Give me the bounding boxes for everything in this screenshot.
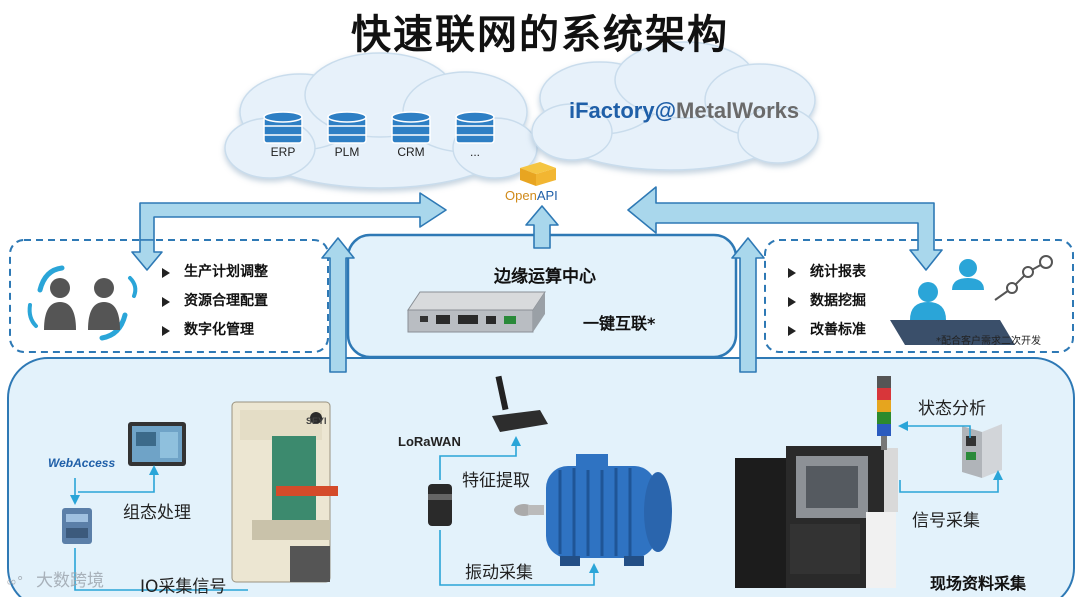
hmi-monitor-icon: [128, 422, 186, 466]
arrow-bottom-up-right: [731, 237, 765, 373]
vibration-collection-label: 振动采集: [465, 563, 533, 583]
database-icon-crm: [391, 111, 431, 144]
right-bullet-list: 统计报表 数据挖掘 改善标准: [810, 258, 866, 345]
left-bullet-list: 生产计划调整 资源合理配置 数字化管理: [184, 258, 268, 345]
flow-arrows: [131, 186, 943, 373]
left-bullet-item: 资源合理配置: [184, 293, 268, 309]
left-bullet-item: 生产计划调整: [184, 264, 268, 280]
io-gateway-device-icon: [962, 424, 1002, 478]
lora-gateway-icon: [492, 375, 548, 432]
right-connectors: [899, 425, 999, 493]
left-bullet-item: 数字化管理: [184, 322, 254, 338]
analytics-people-icon: [890, 255, 1053, 345]
machine-brand: SEYI: [306, 416, 327, 426]
database-icons: [263, 111, 495, 144]
cloud-right: [531, 41, 819, 171]
signal-tower-light-icon: [877, 376, 891, 450]
webaccess-logo: WebAccess: [48, 456, 116, 470]
middle-connectors: [439, 442, 595, 586]
page-title: 快速联网的系统架构: [351, 12, 729, 58]
vibration-sensor-icon: [428, 484, 452, 526]
arrow-down-left-box: [131, 239, 163, 271]
right-bullet-item: 改善标准: [810, 322, 866, 338]
people-meeting-icon: [27, 265, 138, 341]
openapi-icon: [520, 162, 556, 186]
custom-dev-note: *配合客户需求二次开发: [936, 336, 1041, 347]
edge-gateway-device: [407, 291, 546, 333]
edge-center-title: 边缘运算中心: [494, 267, 596, 287]
arrow-bottom-up-left: [321, 237, 355, 373]
io-signal-label: IO采集信号: [140, 577, 227, 597]
watermark: ∞°大数跨境: [6, 571, 104, 591]
signal-collection-label: 信号采集: [912, 511, 980, 531]
watermark-logo-icon: ∞°: [6, 575, 24, 590]
lorawan-logo: LoRaWAN: [398, 434, 461, 449]
database-label-crm: CRM: [397, 145, 425, 159]
edge-center-subtitle: 一键互联*: [583, 314, 656, 333]
io-module-icon: [62, 508, 92, 544]
field-collection-panel: [7, 357, 1075, 597]
ifactory-brand: iFactory@MetalWorks: [569, 98, 800, 123]
arrow-edge-to-openapi: [525, 205, 559, 249]
bullet-markers: [162, 268, 796, 336]
feature-extraction-label: 特征提取: [462, 471, 530, 491]
database-label-more: ...: [469, 145, 480, 159]
database-icon-erp: [263, 111, 303, 144]
right-bullet-item: 数据挖掘: [810, 293, 866, 309]
database-label-plm: PLM: [334, 145, 360, 159]
arrow-left-to-openapi: [139, 192, 447, 241]
config-processing-label: 组态处理: [123, 503, 191, 523]
cnc-machine-icon: [735, 446, 898, 588]
right-bullet-item: 统计报表: [810, 264, 866, 280]
database-icon-more: [455, 111, 495, 144]
press-machine-icon: [231, 401, 338, 583]
field-data-collection-label: 现场资料采集: [930, 574, 1027, 593]
arrow-openapi-to-right: [627, 186, 943, 271]
status-analysis-label: 状态分析: [918, 399, 986, 419]
database-label-erp: ERP: [270, 145, 296, 159]
openapi-label: OpenAPI: [505, 188, 558, 203]
database-icon-plm: [327, 111, 367, 144]
electric-motor-icon: [514, 454, 672, 566]
